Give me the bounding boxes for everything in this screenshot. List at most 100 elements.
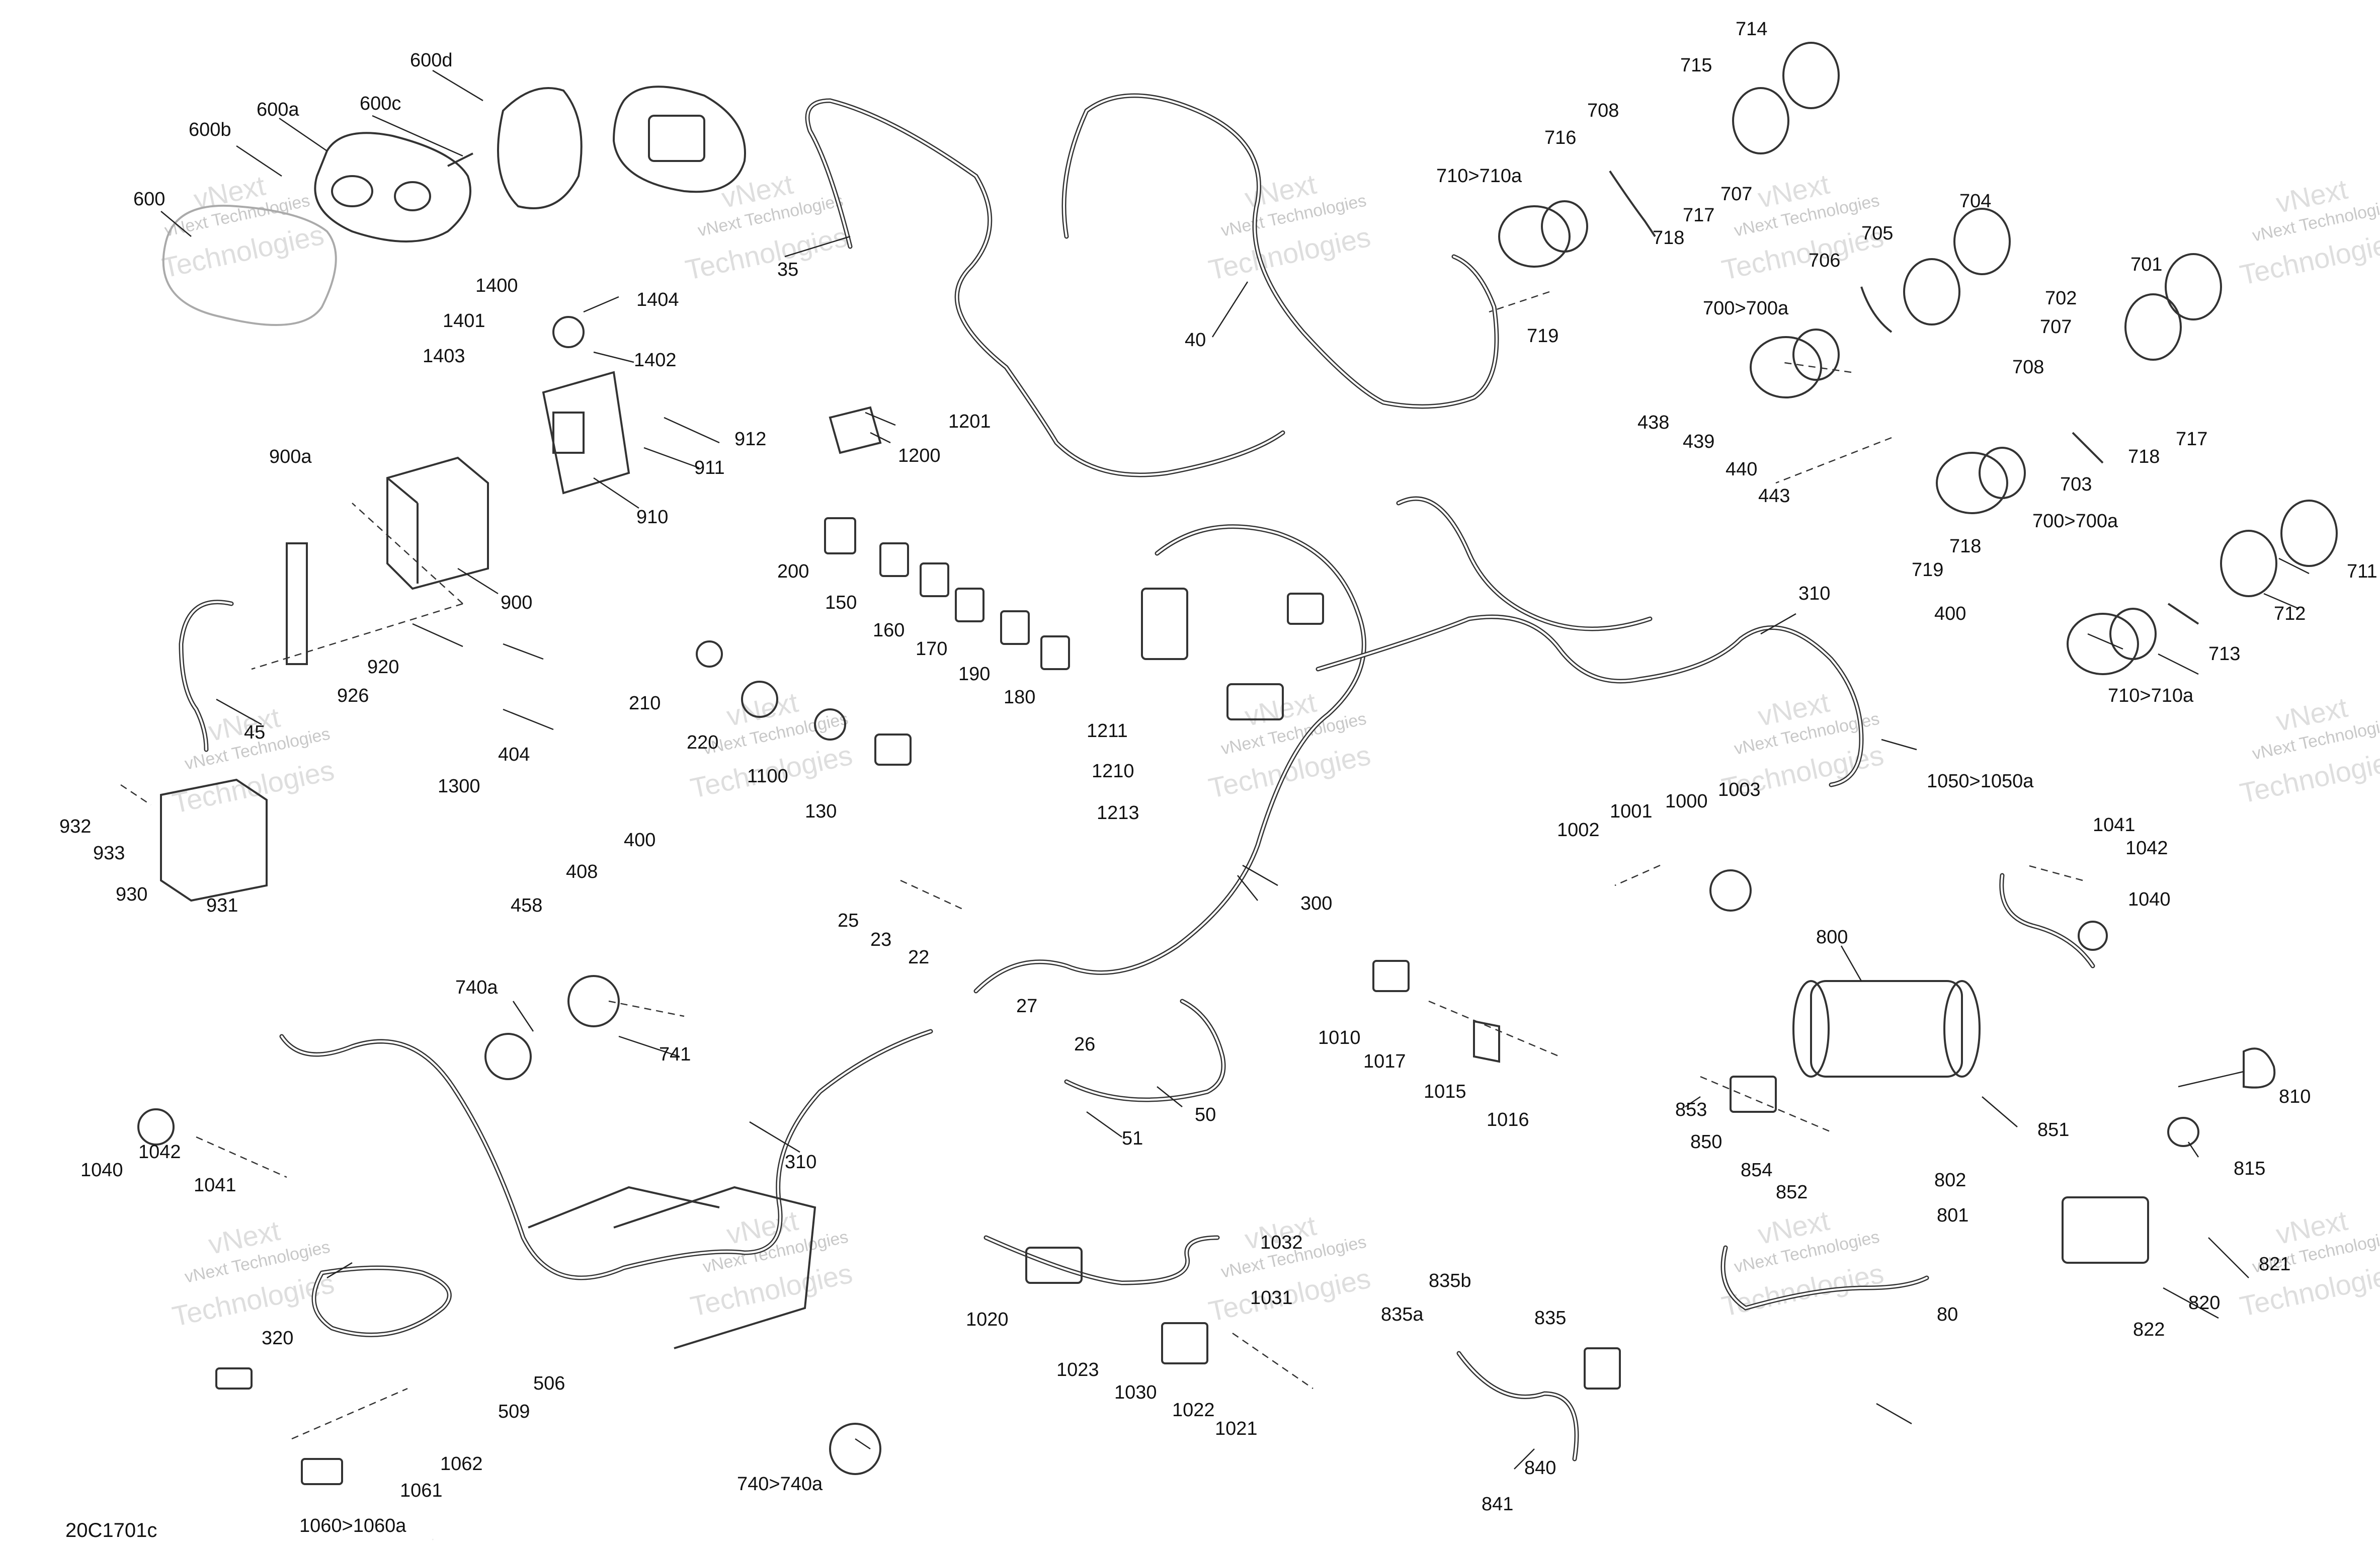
callout-841[interactable]: 841 [1482, 1494, 1513, 1515]
callout-1401[interactable]: 1401 [443, 310, 485, 332]
callout-1050-1050a[interactable]: 1050>1050a [1927, 771, 2034, 792]
callout-718-b[interactable]: 718 [2128, 446, 2160, 467]
callout-740-740a[interactable]: 740>740a [737, 1474, 823, 1495]
callout-1010[interactable]: 1010 [1318, 1027, 1361, 1048]
callout-1060-1060a[interactable]: 1060>1060a [299, 1515, 406, 1536]
callout-700-700a-b[interactable]: 700>700a [2032, 511, 2118, 532]
callout-22[interactable]: 22 [908, 947, 929, 968]
callout-1032[interactable]: 1032 [1260, 1232, 1303, 1253]
callout-910[interactable]: 910 [636, 507, 668, 528]
callout-1040-b[interactable]: 1040 [80, 1160, 123, 1181]
callout-706[interactable]: 706 [1809, 250, 1840, 271]
callout-926[interactable]: 926 [337, 685, 369, 706]
callout-933[interactable]: 933 [93, 843, 125, 864]
callout-23[interactable]: 23 [870, 929, 891, 950]
callout-25[interactable]: 25 [838, 910, 859, 931]
callout-801[interactable]: 801 [1937, 1205, 1968, 1226]
callout-1402[interactable]: 1402 [634, 350, 677, 371]
callout-404[interactable]: 404 [498, 744, 530, 765]
callout-708-b[interactable]: 708 [2012, 357, 2044, 378]
callout-714[interactable]: 714 [1736, 19, 1767, 40]
callout-1015[interactable]: 1015 [1424, 1081, 1466, 1102]
callout-1031[interactable]: 1031 [1250, 1287, 1293, 1309]
callout-800[interactable]: 800 [1816, 927, 1848, 948]
callout-130[interactable]: 130 [805, 801, 837, 822]
callout-707-b[interactable]: 707 [2040, 316, 2072, 338]
callout-506[interactable]: 506 [533, 1373, 565, 1394]
callout-854[interactable]: 854 [1741, 1160, 1772, 1181]
callout-400-b[interactable]: 400 [1934, 603, 1966, 624]
callout-600a[interactable]: 600a [257, 99, 299, 120]
callout-160[interactable]: 160 [873, 620, 905, 641]
callout-1042-b[interactable]: 1042 [138, 1142, 181, 1163]
callout-710-710a-b[interactable]: 710>710a [2108, 685, 2194, 706]
callout-1062[interactable]: 1062 [440, 1453, 483, 1475]
callout-1213[interactable]: 1213 [1097, 802, 1139, 824]
callout-713[interactable]: 713 [2208, 643, 2240, 665]
callout-821[interactable]: 821 [2259, 1254, 2290, 1275]
callout-200[interactable]: 200 [777, 561, 809, 582]
callout-850[interactable]: 850 [1690, 1131, 1722, 1153]
callout-1016[interactable]: 1016 [1487, 1109, 1529, 1130]
callout-1001[interactable]: 1001 [1610, 801, 1653, 822]
callout-835a[interactable]: 835a [1381, 1304, 1424, 1325]
callout-741[interactable]: 741 [659, 1044, 691, 1065]
callout-1042[interactable]: 1042 [2125, 838, 2168, 859]
callout-1000[interactable]: 1000 [1665, 791, 1708, 812]
callout-400[interactable]: 400 [624, 830, 655, 851]
callout-170[interactable]: 170 [916, 638, 947, 660]
callout-1003[interactable]: 1003 [1718, 779, 1761, 800]
callout-822[interactable]: 822 [2133, 1319, 2165, 1340]
callout-1022[interactable]: 1022 [1172, 1400, 1215, 1421]
callout-50[interactable]: 50 [1195, 1104, 1216, 1125]
callout-852[interactable]: 852 [1776, 1182, 1808, 1203]
callout-1300[interactable]: 1300 [438, 776, 480, 797]
callout-1020[interactable]: 1020 [966, 1309, 1009, 1330]
callout-911[interactable]: 911 [694, 457, 725, 478]
callout-810[interactable]: 810 [2279, 1086, 2311, 1107]
callout-45[interactable]: 45 [244, 722, 265, 743]
callout-1023[interactable]: 1023 [1056, 1359, 1099, 1380]
callout-1041[interactable]: 1041 [2093, 815, 2136, 836]
callout-716[interactable]: 716 [1544, 127, 1576, 148]
callout-300[interactable]: 300 [1300, 893, 1332, 914]
callout-932[interactable]: 932 [59, 816, 91, 837]
callout-150[interactable]: 150 [825, 592, 857, 613]
callout-310[interactable]: 310 [1798, 583, 1830, 604]
callout-408[interactable]: 408 [566, 861, 598, 882]
callout-719-b[interactable]: 719 [1912, 559, 1943, 581]
callout-853[interactable]: 853 [1675, 1099, 1707, 1120]
callout-600[interactable]: 600 [133, 189, 165, 210]
callout-701[interactable]: 701 [2130, 254, 2162, 275]
callout-703[interactable]: 703 [2060, 474, 2092, 495]
callout-820[interactable]: 820 [2188, 1292, 2220, 1314]
callout-835[interactable]: 835 [1534, 1308, 1566, 1329]
callout-1210[interactable]: 1210 [1092, 761, 1134, 782]
callout-35[interactable]: 35 [777, 259, 798, 280]
callout-802[interactable]: 802 [1934, 1170, 1966, 1191]
callout-80[interactable]: 80 [1937, 1304, 1958, 1325]
callout-27[interactable]: 27 [1016, 996, 1037, 1017]
callout-718[interactable]: 718 [1653, 227, 1684, 249]
callout-51[interactable]: 51 [1122, 1128, 1143, 1149]
callout-715[interactable]: 715 [1680, 55, 1712, 76]
callout-600b[interactable]: 600b [189, 119, 231, 140]
callout-509[interactable]: 509 [498, 1401, 530, 1422]
callout-912[interactable]: 912 [734, 429, 766, 450]
callout-710-710a[interactable]: 710>710a [1436, 166, 1522, 187]
callout-900[interactable]: 900 [501, 592, 532, 613]
callout-1211[interactable]: 1211 [1087, 720, 1128, 742]
callout-1200[interactable]: 1200 [898, 445, 941, 466]
callout-1404[interactable]: 1404 [636, 289, 679, 310]
callout-815[interactable]: 815 [2234, 1158, 2265, 1179]
callout-711[interactable]: 711 [2347, 561, 2377, 582]
callout-1100[interactable]: 1100 [747, 766, 788, 787]
callout-851[interactable]: 851 [2037, 1119, 2069, 1141]
callout-1002[interactable]: 1002 [1557, 820, 1600, 841]
callout-458[interactable]: 458 [511, 895, 542, 916]
callout-900a[interactable]: 900a [269, 446, 312, 467]
callout-320[interactable]: 320 [262, 1328, 293, 1349]
callout-920[interactable]: 920 [367, 657, 399, 678]
callout-707[interactable]: 707 [1720, 184, 1752, 205]
callout-705[interactable]: 705 [1861, 223, 1893, 244]
